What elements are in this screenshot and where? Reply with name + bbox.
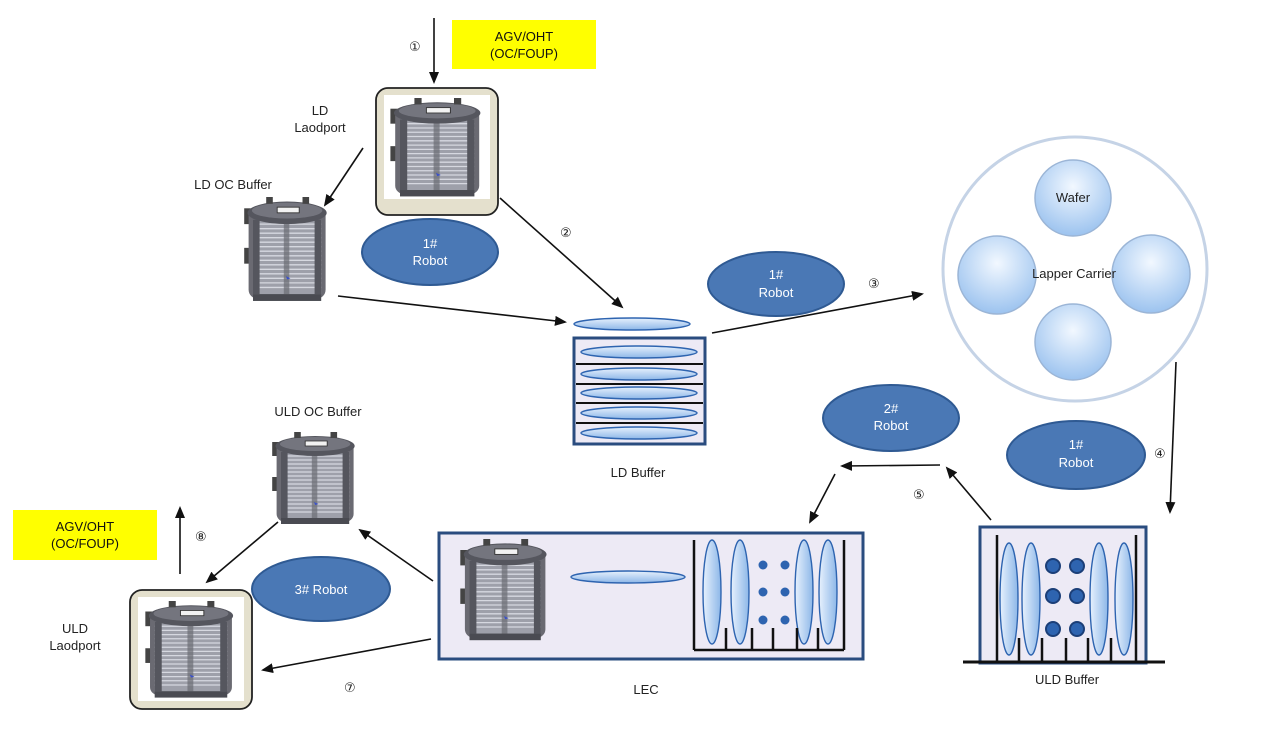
uld-buffer-label: ULD Buffer [1035, 672, 1100, 687]
robot-2-line1: 2# [884, 401, 899, 416]
robot-1-mid: 1# Robot [707, 251, 845, 317]
step-3: ③ [868, 276, 880, 291]
arrow-5b-to-left [840, 460, 941, 471]
step-1: ① [409, 39, 421, 54]
lec-processing-rack [692, 539, 846, 652]
lapper-carrier: Wafer Lapper Carrier [941, 135, 1209, 403]
wafer-left [957, 235, 1037, 315]
robot-1-mid-line2: Robot [759, 285, 794, 300]
arrow-ld-oc-buffer-to-ld-buffer [337, 295, 567, 326]
step-2: ② [560, 225, 572, 240]
arrow-ld-loadport-to-ld-oc-buffer [323, 147, 364, 207]
robot-1-right-line1: 1# [1069, 437, 1084, 452]
lec-transfer-wafer [570, 570, 686, 584]
robot-2-line2: Robot [874, 418, 909, 433]
ld-oc-buffer: LD OC Buffer [194, 177, 328, 302]
lec: LEC [437, 531, 865, 697]
lec-label: LEC [633, 682, 658, 697]
robot-1-right: 1# Robot [1006, 420, 1146, 490]
uld-oc-buffer: ULD OC Buffer [271, 404, 362, 525]
robot-1-ld: 1# Robot [361, 218, 499, 286]
agv-bottom-line2: (OC/FOUP) [51, 536, 119, 551]
ld-loadport-label-line2: Laodport [294, 120, 346, 135]
arrow-5a-uld-buffer-up [945, 466, 992, 521]
ld-oc-buffer-label: LD OC Buffer [194, 177, 272, 192]
uld-oc-buffer-label: ULD OC Buffer [274, 404, 362, 419]
arrow-lec-to-uld-oc-buffer [358, 528, 434, 582]
robot-1-right-line2: Robot [1059, 455, 1094, 470]
lapper-carrier-label: Lapper Carrier [1032, 266, 1116, 281]
uld-loadport-label-line1: ULD [62, 621, 88, 636]
step-4: ④ [1154, 446, 1166, 461]
agv-top-line2: (OC/FOUP) [490, 46, 558, 61]
arrow-5c-to-lec [809, 473, 836, 524]
robot-3-label: 3# Robot [295, 582, 348, 597]
arrow-uld-oc-to-uld-loadport [205, 521, 279, 584]
ld-buffer-label: LD Buffer [611, 465, 666, 480]
robot-3: 3# Robot [251, 556, 391, 622]
agv-top-line1: AGV/OHT [495, 29, 554, 44]
robot-1-ld-line1: 1# [423, 236, 438, 251]
uld-loadport-label-line2: Laodport [49, 638, 101, 653]
wafer-right [1111, 234, 1191, 314]
arrow-3-ld-buffer-to-lapper [711, 290, 924, 334]
robot-1-ld-line2: Robot [413, 253, 448, 268]
wafer-top [1034, 159, 1112, 237]
ld-buffer: LD Buffer [572, 317, 707, 480]
uld-loadport: ULD Laodport [49, 589, 253, 710]
agv-bottom-box: AGV/OHT (OC/FOUP) [13, 510, 157, 560]
step-7: ⑦ [344, 680, 356, 695]
wafer-label: Wafer [1056, 190, 1091, 205]
step-5: ⑤ [913, 487, 925, 502]
ld-loadport: LD Laodport [294, 87, 499, 216]
robot-1-mid-line1: 1# [769, 267, 784, 282]
ld-loadport-label-line1: LD [312, 103, 329, 118]
arrow-7-lec-to-uld-loadport [261, 638, 432, 674]
uld-buffer: ULD Buffer [963, 525, 1165, 687]
arrow-4-lapper-to-uld-buffer [1165, 361, 1177, 514]
robot-2: 2# Robot [822, 384, 960, 452]
ld-buffer-top-wafer [573, 317, 691, 331]
agv-bottom-line1: AGV/OHT [56, 519, 115, 534]
arrow-2-ld-loadport-to-ld-buffer [499, 197, 624, 309]
wafer-bottom [1034, 303, 1112, 381]
flow-arrows [175, 18, 1177, 674]
agv-top-box: AGV/OHT (OC/FOUP) [452, 20, 596, 69]
step-8: ⑧ [195, 529, 207, 544]
